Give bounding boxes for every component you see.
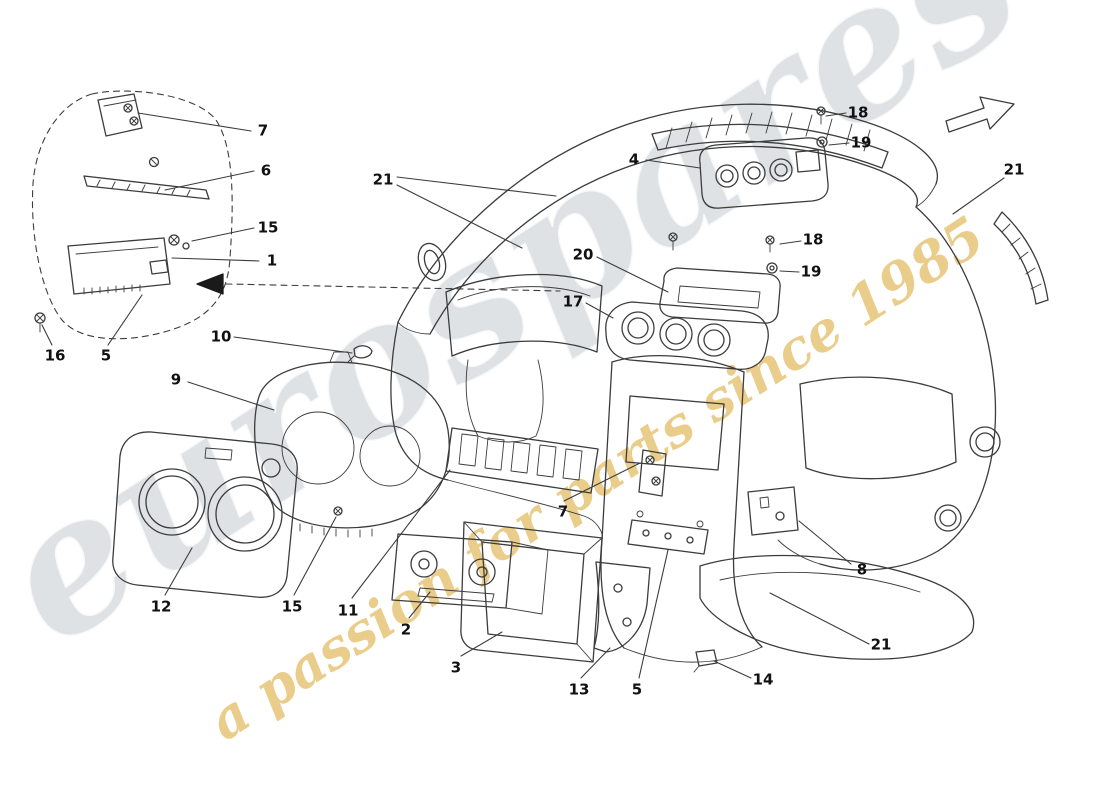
dashboard-body bbox=[390, 103, 1049, 663]
callout-8: 8 bbox=[856, 560, 868, 579]
callout-10: 10 bbox=[210, 327, 232, 346]
callout-5-b: 5 bbox=[631, 680, 643, 699]
callout-15-a: 15 bbox=[257, 218, 279, 237]
leader-lines bbox=[41, 112, 1005, 679]
callout-5-a: 5 bbox=[100, 346, 112, 365]
callout-1: 1 bbox=[266, 251, 278, 270]
callout-12: 12 bbox=[150, 597, 172, 616]
callout-3: 3 bbox=[450, 658, 462, 677]
callout-17: 17 bbox=[562, 292, 584, 311]
callout-13: 13 bbox=[568, 680, 590, 699]
callout-20: 20 bbox=[572, 245, 594, 264]
callout-6: 6 bbox=[260, 161, 272, 180]
callout-7-a: 7 bbox=[257, 121, 269, 140]
callout-11: 11 bbox=[337, 601, 359, 620]
callout-19-b: 19 bbox=[800, 262, 822, 281]
callout-19-a: 19 bbox=[850, 133, 872, 152]
callout-21-c: 21 bbox=[870, 635, 892, 654]
callout-18-a: 18 bbox=[847, 103, 869, 122]
callout-16: 16 bbox=[44, 346, 66, 365]
callout-4: 4 bbox=[628, 150, 640, 169]
callout-7-b: 7 bbox=[557, 502, 569, 521]
callout-21-b: 21 bbox=[1003, 160, 1025, 179]
callout-21-a: 21 bbox=[372, 170, 394, 189]
callout-14: 14 bbox=[752, 670, 774, 689]
callout-2: 2 bbox=[400, 620, 412, 639]
callout-15-b: 15 bbox=[281, 597, 303, 616]
inset-detail-group bbox=[31, 90, 561, 340]
exploded-parts bbox=[112, 106, 829, 673]
callout-18-b: 18 bbox=[802, 230, 824, 249]
callout-9: 9 bbox=[170, 370, 182, 389]
direction-arrow-icon bbox=[945, 96, 1015, 133]
